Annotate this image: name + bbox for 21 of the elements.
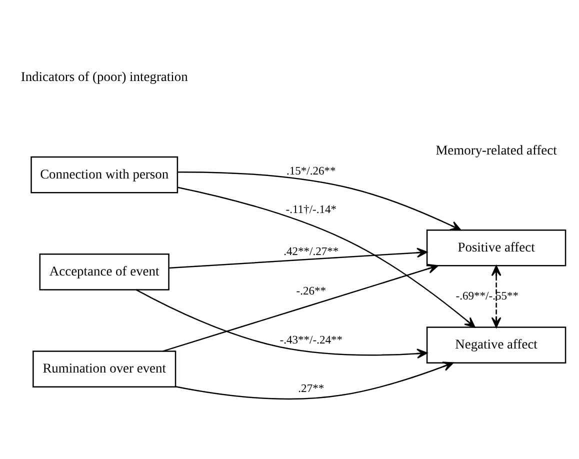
node-box: Rumination over event <box>32 350 176 388</box>
arrow <box>168 248 428 269</box>
node-box: Negative affect <box>426 326 566 364</box>
edge-label: -.26** <box>296 286 326 298</box>
node-box: Acceptance of event <box>39 254 170 290</box>
arrow <box>175 362 454 400</box>
arrow <box>177 171 462 231</box>
arrow <box>136 289 428 359</box>
arrow <box>491 265 502 328</box>
edge-label: .27** <box>298 382 324 395</box>
node-box: Positive affect <box>426 229 566 266</box>
edge-label: .42**/.27** <box>284 246 339 258</box>
label: Indicators of (poor) integration <box>20 69 188 84</box>
edge-label: -.69**/-.55** <box>456 290 519 302</box>
arrow <box>177 186 476 328</box>
edge-label: -.11†/-.14* <box>286 204 337 216</box>
label: Memory-related affect <box>436 142 557 158</box>
arrow <box>162 264 438 352</box>
edge-label: .15*/.26** <box>286 165 336 178</box>
node-box: Connection with person <box>30 156 178 194</box>
edge-label: -.43**/-.24** <box>280 334 343 347</box>
